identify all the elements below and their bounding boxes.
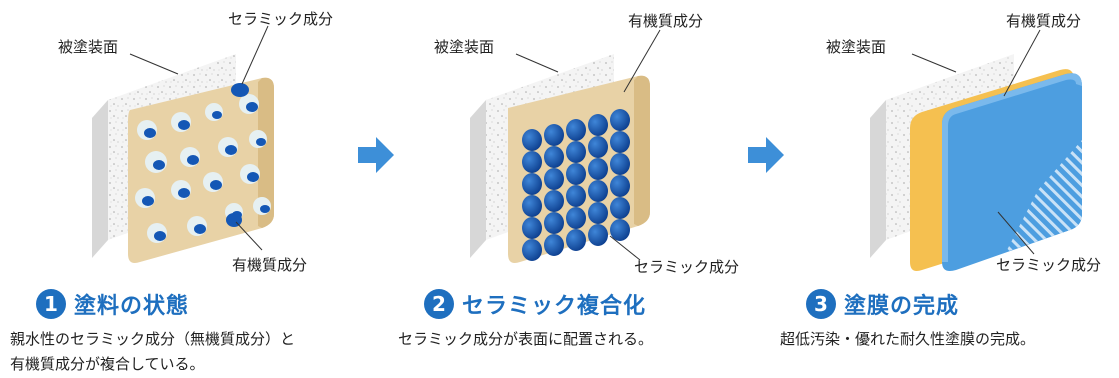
leader-lines	[129, 25, 269, 251]
ceramic-particles	[135, 83, 271, 243]
ceramic-bead	[610, 109, 630, 131]
step-number-badge: 2	[424, 289, 454, 319]
organic-label: 有機質成分	[1006, 12, 1082, 30]
ceramic-bead	[544, 146, 564, 168]
step-number-badge: 3	[806, 289, 836, 319]
ceramic-bead	[588, 224, 608, 246]
panel-paint-state: 被塗装面 セラミック成分 有機質成分 1 塗料の状態 親水性のセラミック成分（無…	[0, 0, 370, 378]
step-title: 塗料の状態	[74, 294, 190, 319]
ceramic-compounding-illustration	[470, 29, 661, 263]
ceramic-bead	[610, 197, 630, 219]
ceramic-label: セラミック成分	[634, 258, 740, 276]
ceramic-bead	[566, 229, 586, 251]
leader-lines	[515, 29, 661, 261]
ceramic-bead	[566, 185, 586, 207]
panel-ceramic-compounding: 被塗装面 有機質成分 セラミック成分 2 セラミック複合化 セラミック成分が表面…	[388, 0, 758, 378]
ceramic-bead	[588, 158, 608, 180]
step-heading: 3 塗膜の完成	[806, 288, 959, 320]
panel-finished-film: 被塗装面 有機質成分 セラミック成分 3 塗膜の完成 超低汚染・優れた耐久性塗膜…	[770, 0, 1119, 378]
ceramic-bead	[522, 217, 542, 239]
step-heading: 1 塗料の状態	[36, 288, 189, 320]
step-heading: 2 セラミック複合化	[424, 288, 646, 320]
ceramic-label: セラミック成分	[228, 10, 334, 28]
ceramic-film	[942, 73, 1082, 271]
ceramic-bead	[522, 239, 542, 261]
step-description: セラミック成分が表面に配置される。	[398, 330, 654, 348]
ceramic-bead	[588, 136, 608, 158]
paint-state-illustration	[92, 25, 274, 263]
ceramic-bead	[544, 168, 564, 190]
ceramic-bead	[566, 163, 586, 185]
ceramic-bead	[610, 219, 630, 241]
arrow-right-icon	[358, 137, 394, 173]
substrate-label: 被塗装面	[434, 38, 495, 56]
organic-label: 有機質成分	[232, 256, 308, 274]
leader-lines	[911, 29, 1041, 255]
step-title: セラミック複合化	[462, 294, 647, 319]
step-title: 塗膜の完成	[844, 294, 960, 319]
ceramic-bead-grid	[522, 109, 630, 261]
ceramic-bead	[544, 190, 564, 212]
substrate-label: 被塗装面	[58, 38, 119, 56]
ceramic-bead	[566, 141, 586, 163]
ceramic-bead	[566, 119, 586, 141]
ceramic-bead	[522, 195, 542, 217]
ceramic-bead	[522, 151, 542, 173]
ceramic-label: セラミック成分	[996, 256, 1102, 274]
substrate-label: 被塗装面	[826, 38, 887, 56]
arrow-right-icon	[748, 137, 784, 173]
step-description: 親水性のセラミック成分（無機質成分）と 有機質成分が複合している。	[10, 330, 296, 373]
ceramic-bead	[610, 153, 630, 175]
step-number-badge: 1	[36, 289, 66, 319]
step-description: 超低汚染・優れた耐久性塗膜の完成。	[780, 330, 1036, 348]
ceramic-bead	[522, 129, 542, 151]
ceramic-bead	[544, 212, 564, 234]
ceramic-bead	[544, 234, 564, 256]
ceramic-bead	[610, 175, 630, 197]
ceramic-bead	[544, 124, 564, 146]
ceramic-bead	[610, 131, 630, 153]
finished-film-illustration	[870, 29, 1082, 271]
ceramic-bead	[588, 202, 608, 224]
organic-label: 有機質成分	[628, 12, 704, 30]
ceramic-bead	[522, 173, 542, 195]
ceramic-bead	[566, 207, 586, 229]
ceramic-bead	[588, 180, 608, 202]
ceramic-bead	[588, 114, 608, 136]
